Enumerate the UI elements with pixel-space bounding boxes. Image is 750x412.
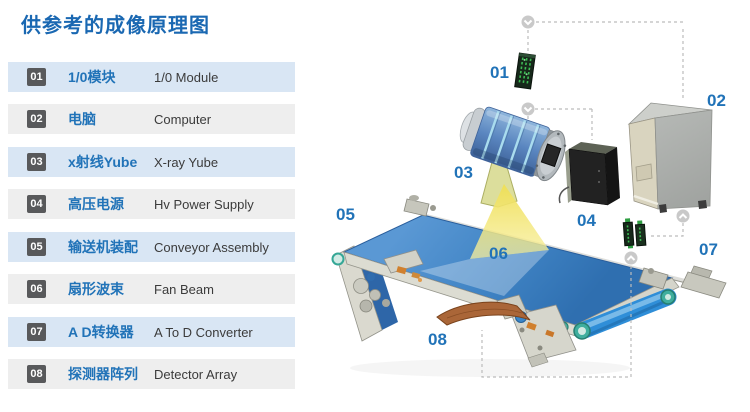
row-number-badge: 08 — [27, 365, 46, 383]
legend-row: 05 输送机装配 Conveyor Assembly — [8, 232, 295, 262]
diagram-label-02: 02 — [707, 91, 726, 110]
row-number-badge: 02 — [27, 110, 46, 128]
row-english-label: Fan Beam — [154, 281, 214, 297]
legend-row: 08 探测器阵列 Detector Array — [8, 359, 295, 389]
row-number-badge: 07 — [27, 323, 46, 341]
diagram-label-07: 07 — [699, 240, 718, 259]
diagram-label-05: 05 — [336, 205, 355, 224]
fan-beam-illustration — [470, 184, 549, 259]
row-chinese-label: A D转换器 — [68, 324, 134, 340]
assembly-arrow-marker-down — [521, 102, 535, 116]
xray-tube-illustration — [459, 106, 567, 182]
io-module-board-illustration — [514, 52, 536, 90]
fan-beam-footprint — [420, 250, 549, 296]
row-chinese-label: 扇形波束 — [68, 281, 124, 297]
ad-converter-board-illustration — [622, 218, 647, 249]
diagram-label-06: 06 — [489, 244, 508, 263]
row-english-label: Computer — [154, 111, 212, 127]
diagram-label-04: 04 — [577, 211, 596, 230]
legend-row: 04 高压电源 Hv Power Supply — [8, 189, 295, 219]
row-english-label: 1/0 Module — [154, 69, 219, 85]
diagram-label-01: 01 — [490, 63, 509, 82]
conveyor-assembly-illustration — [331, 195, 727, 377]
row-english-label: Detector Array — [154, 366, 238, 382]
diagram-label-08: 08 — [428, 330, 447, 349]
diagram-label-03: 03 — [454, 163, 473, 182]
page-title: 供参考的成像原理图 — [21, 15, 210, 37]
legend-table: 01 1/0模块 1/0 Module 02 电脑 Computer 03 x射… — [0, 0, 300, 412]
detector-array-illustration — [436, 301, 531, 326]
legend-row: 02 电脑 Computer — [8, 104, 295, 134]
row-number-badge: 04 — [27, 195, 46, 213]
row-chinese-label: x射线Yube — [68, 154, 138, 170]
row-chinese-label: 高压电源 — [68, 196, 124, 212]
computer-illustration — [627, 102, 713, 213]
row-english-label: Hv Power Supply — [154, 196, 254, 212]
hv-power-supply-illustration — [558, 142, 620, 206]
assembly-arrow-marker-up — [676, 209, 690, 223]
assembly-arrow-marker-down — [521, 15, 535, 29]
legend-row: 03 x射线Yube X-ray Yube — [8, 147, 295, 177]
row-english-label: X-ray Yube — [154, 154, 219, 170]
legend-row: 06 扇形波束 Fan Beam — [8, 274, 295, 304]
row-english-label: A To D Converter — [154, 324, 253, 340]
row-number-badge: 05 — [27, 238, 46, 256]
row-english-label: Conveyor Assembly — [154, 239, 269, 255]
row-chinese-label: 电脑 — [68, 111, 96, 127]
row-number-badge: 03 — [27, 153, 46, 171]
legend-row: 07 A D转换器 A To D Converter — [8, 317, 295, 347]
row-chinese-label: 1/0模块 — [68, 69, 116, 85]
row-chinese-label: 输送机装配 — [68, 239, 138, 255]
legend-row: 01 1/0模块 1/0 Module — [8, 62, 295, 92]
dashed-connector-lines — [481, 21, 684, 378]
row-number-badge: 01 — [27, 68, 46, 86]
row-chinese-label: 探测器阵列 — [68, 366, 138, 382]
row-number-badge: 06 — [27, 280, 46, 298]
assembly-arrow-marker-up — [624, 251, 638, 265]
